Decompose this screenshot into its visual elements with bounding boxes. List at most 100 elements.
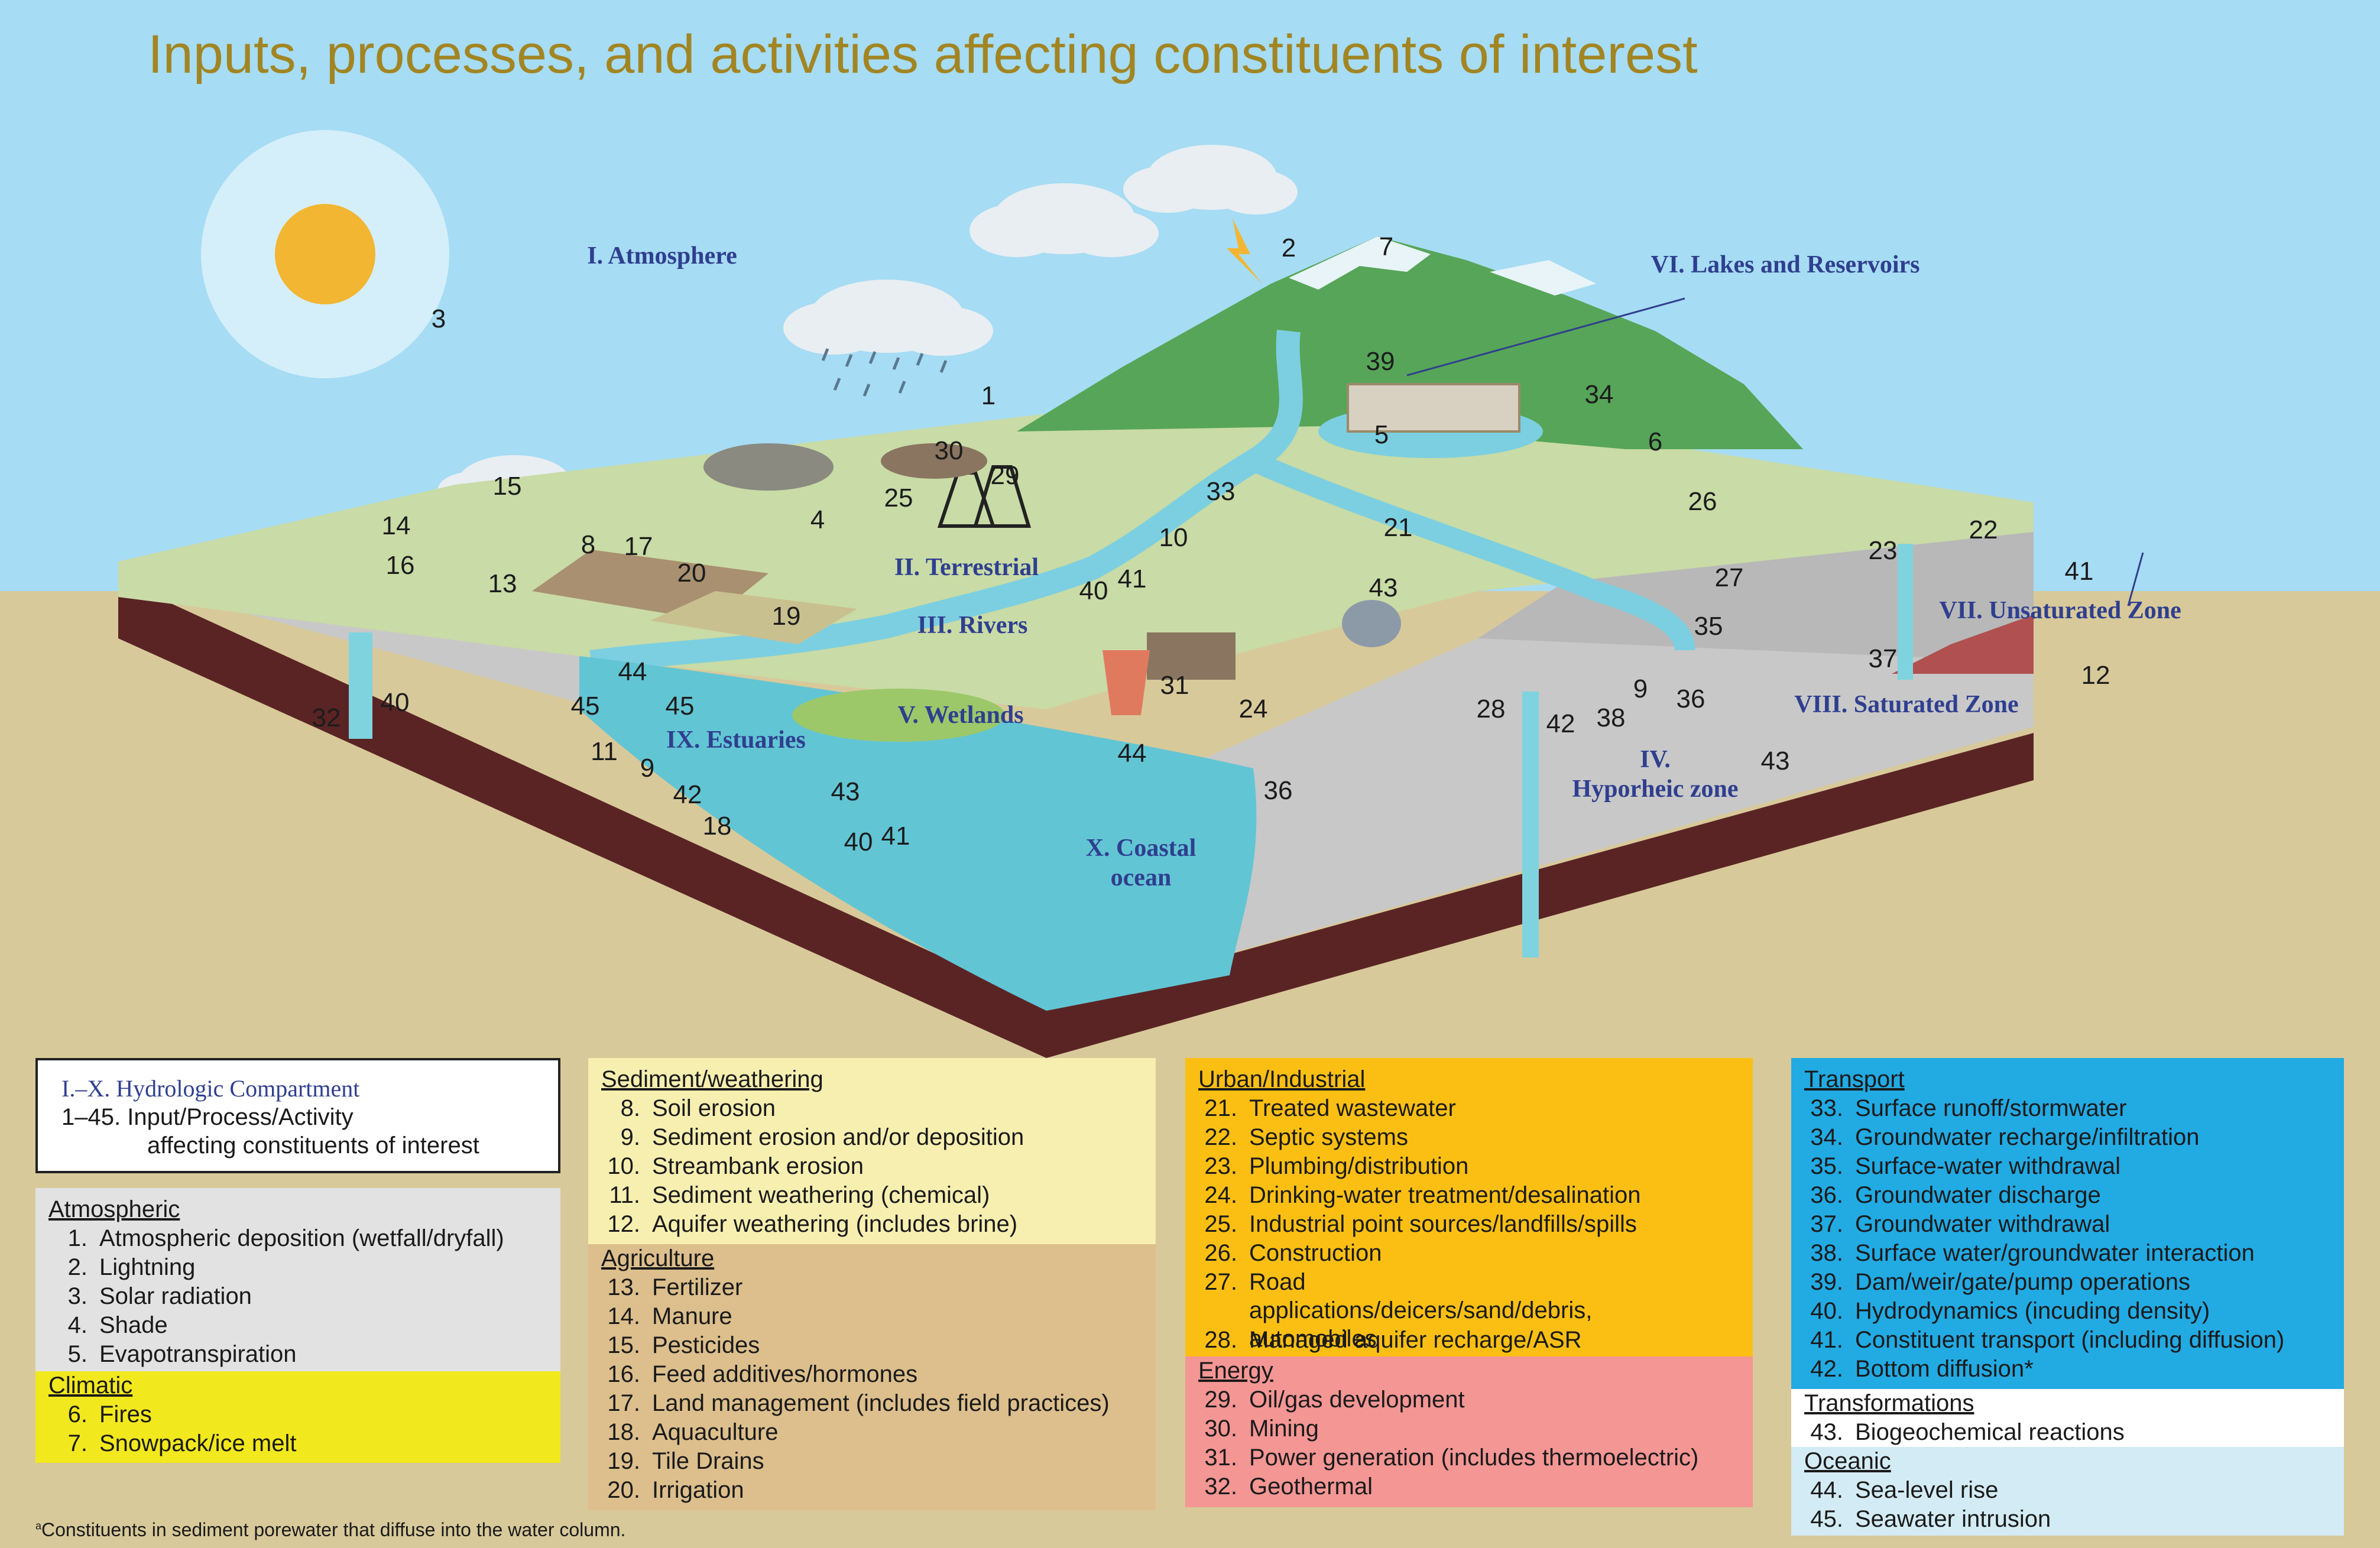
legend-item-text: Soil erosion xyxy=(652,1095,776,1121)
legend-item-text: Hydrodynamics (incuding density) xyxy=(1855,1298,2210,1324)
marker-5: 5 xyxy=(1374,420,1389,449)
legend-key-input: 1–45. Input/Process/Activity xyxy=(61,1104,354,1130)
legend-item-number: 40. xyxy=(1810,1298,1843,1324)
legend-item-text: Biogeochemical reactions xyxy=(1855,1419,2125,1445)
legend-item-text: Solar radiation xyxy=(99,1283,252,1309)
legend-item-text: Bottom diffusion* xyxy=(1855,1356,2034,1382)
marker-38: 38 xyxy=(1596,703,1626,732)
legend-list-atmospheric: 1.Atmospheric deposition (wetfall/dryfal… xyxy=(35,1224,560,1369)
marker-13: 13 xyxy=(488,569,517,598)
snow-caps xyxy=(1289,236,1431,290)
legend-item-13: 13.Fertilizer xyxy=(588,1273,1156,1302)
legend-item-17: 17.Land management (includes field pract… xyxy=(588,1389,1156,1418)
marker-40: 40 xyxy=(1079,576,1108,605)
legend-item-23: 23.Plumbing/distribution xyxy=(1185,1152,1753,1181)
marker-45: 45 xyxy=(665,692,695,721)
legend-item-18: 18.Aquaculture xyxy=(588,1418,1156,1447)
mine-pile xyxy=(881,443,987,479)
legend-item-text: Pesticides xyxy=(652,1332,760,1358)
marker-3: 3 xyxy=(431,304,446,333)
legend-header-agriculture: Agriculture xyxy=(601,1245,715,1271)
marker-9: 9 xyxy=(640,754,655,783)
legend-item-text: Shade xyxy=(99,1312,168,1338)
legend-item-15: 15.Pesticides xyxy=(588,1331,1156,1360)
marker-14: 14 xyxy=(381,511,411,540)
land-surface xyxy=(118,414,2034,709)
legend-item-number: 10. xyxy=(607,1153,640,1179)
legend-item-text: Surface runoff/stormwater xyxy=(1855,1095,2127,1121)
legend-item-20: 20.Irrigation xyxy=(588,1476,1156,1505)
marker-25: 25 xyxy=(884,483,913,512)
legend-item-12: 12. Aquifer weathering (includes brine) xyxy=(588,1210,1156,1239)
legend-item-36: 36.Groundwater discharge xyxy=(1791,1181,2344,1210)
legend-item-number: 34. xyxy=(1810,1124,1843,1150)
legend-header-oceanic: Oceanic xyxy=(1804,1448,1891,1474)
legend-item-text: Surface-water withdrawal xyxy=(1855,1153,2121,1179)
legend-item-number: 8. xyxy=(620,1095,640,1121)
legend-item-text: Groundwater withdrawal xyxy=(1855,1211,2110,1237)
marker-41: 41 xyxy=(1117,564,1147,593)
legend-item-text: Road applications/deicers/sand/debris, a… xyxy=(1249,1269,1593,1352)
marker-32: 32 xyxy=(312,703,341,732)
legend-item-3: 3.Solar radiation xyxy=(35,1282,560,1311)
legend-item-text: Lightning xyxy=(99,1254,196,1280)
legend-item-text: Streambank erosion xyxy=(652,1153,864,1179)
legend-item-text: Atmospheric deposition (wetfall/dryfall) xyxy=(99,1225,504,1251)
legend-item-text: Irrigation xyxy=(652,1477,744,1503)
legend-item-text: Aquifer weathering (includes brine) xyxy=(652,1211,1018,1237)
legend-item-number: 4. xyxy=(67,1312,87,1338)
legend-item-number: 44. xyxy=(1810,1477,1843,1503)
marker-31: 31 xyxy=(1160,671,1189,700)
legend-item-number: 5. xyxy=(67,1341,87,1367)
legend-item-number: 37. xyxy=(1810,1211,1843,1237)
legend-item-text: Mining xyxy=(1249,1416,1319,1442)
river xyxy=(1249,452,1695,651)
legend-item-number: 6. xyxy=(67,1401,87,1427)
legend-item-number: 13. xyxy=(607,1274,640,1300)
legend-item-19: 19.Tile Drains xyxy=(588,1447,1156,1476)
legend-item-number: 43. xyxy=(1810,1419,1843,1445)
legend-atmospheric: Atmospheric 1.Atmospheric deposition (we… xyxy=(35,1188,560,1371)
marker-9: 9 xyxy=(1633,674,1648,703)
legend-item-number: 38. xyxy=(1810,1240,1843,1266)
marker-10: 10 xyxy=(1159,523,1188,552)
marker-7: 7 xyxy=(1379,232,1394,261)
legend-item-text: Fires xyxy=(99,1401,152,1427)
compartment-hyporheic-line1: IV. xyxy=(1640,746,1671,773)
footnote: aConstituents in sediment porewater that… xyxy=(35,1519,625,1541)
marker-22: 22 xyxy=(1969,515,1998,544)
marker-33: 33 xyxy=(1206,477,1236,506)
marker-19: 19 xyxy=(771,602,801,631)
legend-item-number: 2. xyxy=(67,1254,87,1280)
compartment-atmosphere: I. Atmosphere xyxy=(587,242,737,270)
lightning-icon xyxy=(1227,219,1262,284)
legend-transformations: Transformations 43.Biogeochemical reacti… xyxy=(1791,1389,2344,1447)
legend-header-atmospheric: Atmospheric xyxy=(48,1196,180,1222)
legend-item-number: 16. xyxy=(607,1361,640,1387)
cooling-tower xyxy=(1103,650,1150,715)
legend-item-text: Plumbing/distribution xyxy=(1249,1153,1469,1179)
legend-item-text: Industrial point sources/landfills/spill… xyxy=(1249,1211,1637,1237)
legend-item-number: 22. xyxy=(1204,1124,1237,1150)
legend-item-21: 21.Treated wastewater xyxy=(1185,1094,1753,1123)
legend-item-2: 2. Lightning xyxy=(35,1253,560,1282)
legend-item-text: Snowpack/ice melt xyxy=(99,1430,297,1456)
well xyxy=(1898,544,1913,680)
legend-item-number: 12. xyxy=(607,1211,640,1237)
legend-item-26: 26.Construction xyxy=(1185,1239,1753,1268)
legend-item-number: 9. xyxy=(620,1124,640,1150)
river xyxy=(589,329,1303,674)
legend-item-5: 5.Evapotranspiration xyxy=(35,1340,560,1369)
legend-item-45: 45.Seawater intrusion xyxy=(1791,1505,2344,1534)
marker-2: 2 xyxy=(1281,233,1296,262)
legend-item-38: 38.Surface water/groundwater interaction xyxy=(1791,1239,2344,1268)
